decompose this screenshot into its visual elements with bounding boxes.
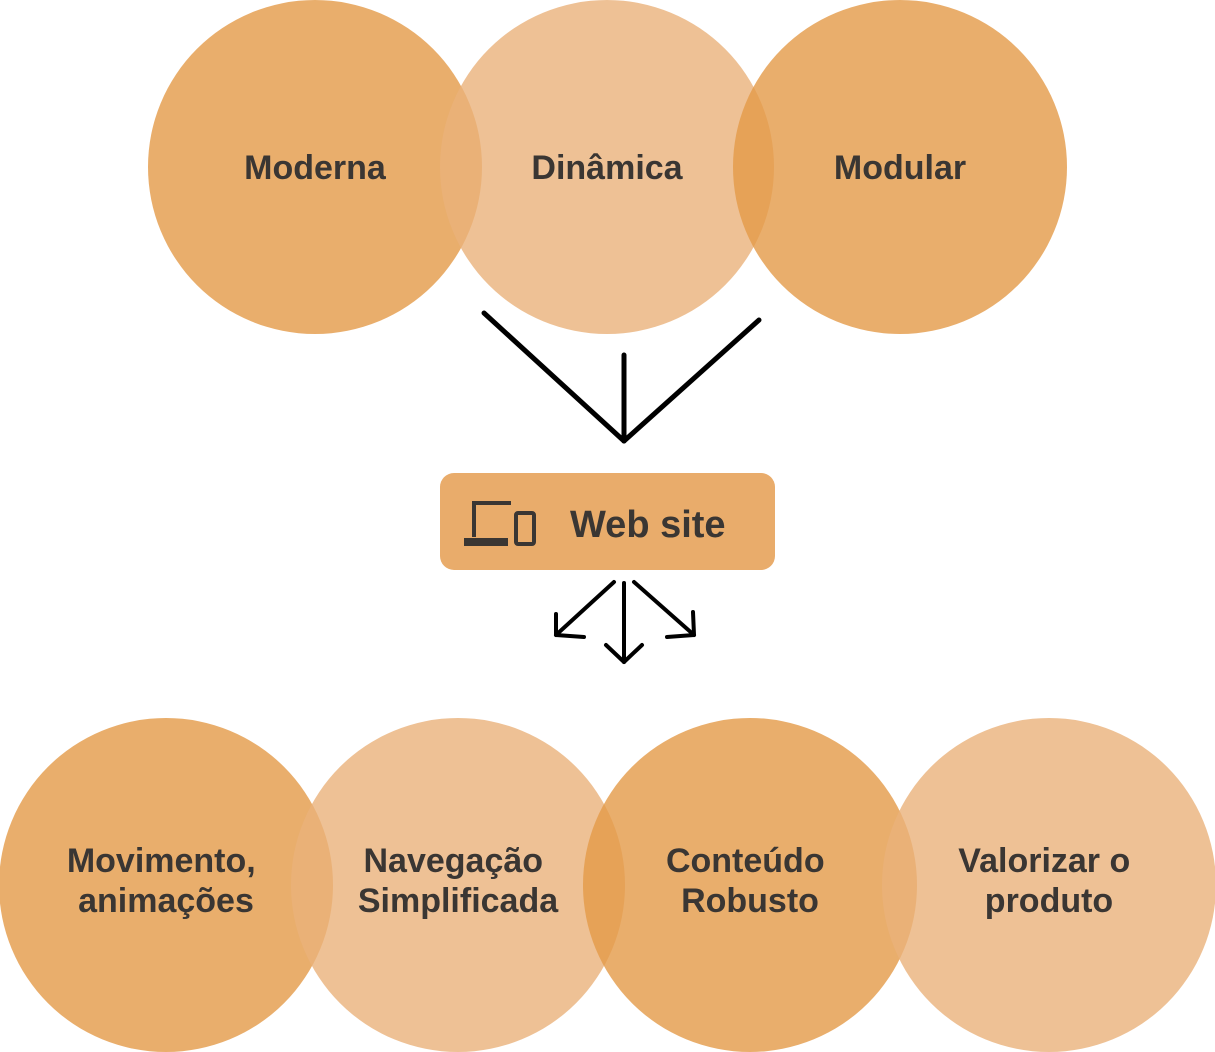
circle-modular [733, 0, 1067, 334]
arrow-down-right [632, 580, 696, 637]
circle-navegacao [291, 718, 625, 1052]
hub-box: Web site [440, 473, 775, 570]
label-navegacao-line2: Simplificada [358, 882, 559, 920]
label-movimento-line2: animações [78, 882, 254, 920]
label-navegacao: Navegação Simplificada [358, 842, 559, 920]
circle-valorizar [882, 718, 1215, 1052]
devices-icon [464, 501, 536, 546]
arrow-left-diagonal [481, 310, 627, 444]
arrowhead-down-right [665, 610, 696, 639]
circle-movimento [0, 718, 333, 1052]
arrow-right-diagonal [621, 317, 762, 444]
label-conteudo-line1: Conteúdo [666, 842, 825, 880]
label-dinamica: Dinâmica [531, 149, 683, 187]
label-movimento-line1: Movimento, [67, 842, 256, 880]
label-valorizar-line2: produto [985, 882, 1113, 920]
arrowhead-down-center [604, 643, 644, 664]
label-valorizar: Valorizar o produto [958, 842, 1139, 920]
arrow-down-left [554, 580, 616, 637]
label-conteudo: Conteúdo Robusto [666, 842, 834, 920]
circle-dinamica [440, 0, 774, 334]
label-movimento: Movimento, animações [67, 842, 265, 920]
hub-label: Web site [570, 504, 726, 546]
label-navegacao-line1: Navegação [364, 842, 544, 880]
label-modular: Modular [834, 149, 966, 187]
arrowhead-down-left [554, 612, 586, 639]
label-moderna: Moderna [244, 149, 387, 187]
diverging-arrows [554, 580, 696, 664]
circle-conteudo [583, 718, 917, 1052]
circle-moderna [148, 0, 482, 334]
bottom-circles-group: Movimento, animações Navegação Simplific… [0, 718, 1215, 1052]
label-conteudo-line2: Robusto [681, 882, 819, 920]
label-valorizar-line1: Valorizar o [958, 842, 1130, 880]
top-circles-group: Moderna Dinâmica Modular [148, 0, 1067, 334]
converging-arrows [481, 310, 762, 444]
